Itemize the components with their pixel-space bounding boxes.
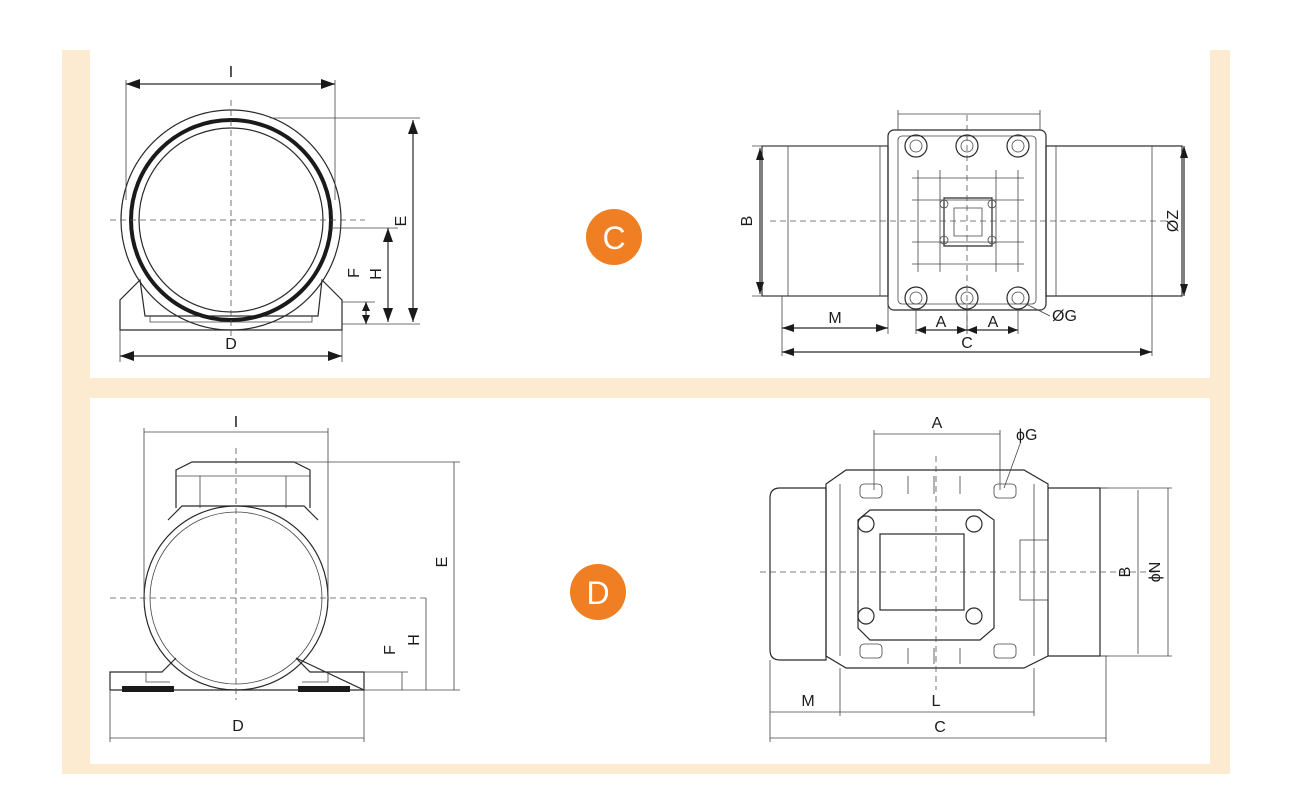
dim-label-i: I [234, 414, 238, 431]
dim-label-f: F [346, 268, 363, 278]
mount-slot [859, 643, 883, 659]
dim-label-g: ϕG [1016, 427, 1037, 444]
badge-d-label: D [586, 575, 609, 611]
arrow-head [756, 282, 764, 294]
side-view-c: B ØZ M A A ØG [739, 110, 1188, 356]
bolt-hole [965, 607, 983, 625]
foot-pad-right [298, 686, 350, 692]
motor-base [119, 278, 343, 331]
bolt-hole [987, 235, 997, 245]
bolt-hole [857, 607, 875, 625]
arrow-head [321, 79, 335, 89]
dim-label-b: B [739, 216, 756, 227]
mount-hole [904, 134, 928, 158]
bolt-hole [965, 515, 983, 533]
mount-hole [1006, 286, 1030, 310]
arrow-head [876, 324, 888, 332]
front-view-c: I D E H F [110, 64, 420, 362]
bolt-hole [939, 199, 949, 209]
arrow-head [967, 326, 977, 334]
mount-slot [993, 643, 1017, 659]
bolt-hole [987, 199, 997, 209]
bolt-hole [857, 515, 875, 533]
arrow-head [120, 351, 134, 361]
panel-d [90, 398, 1210, 764]
dim-label-n: ϕN [1147, 562, 1164, 583]
dim-label-d: D [225, 336, 237, 353]
dim-label-e: E [393, 216, 410, 227]
arrow-head [1180, 284, 1188, 296]
mount-hole-inner [909, 139, 923, 153]
mount-hole-inner [1011, 291, 1025, 305]
badge-c-circle [586, 209, 642, 265]
arrow-head [126, 79, 140, 89]
side-view-d: A ϕG B ϕN M L C [760, 415, 1172, 742]
dim-label-d: D [232, 718, 244, 735]
arrow-head [782, 348, 794, 356]
bolt-hole [939, 235, 949, 245]
arrow-head [362, 302, 370, 311]
arrow-head [362, 315, 370, 324]
front-view-d: I D E H F [109, 414, 460, 742]
mount-hole [1006, 134, 1030, 158]
dim-g-leader [1025, 303, 1051, 317]
terminal-box [175, 461, 311, 508]
arrow-head [1008, 326, 1018, 334]
dim-label-e: E [434, 557, 451, 568]
mount-hole [904, 286, 928, 310]
arrow-head [916, 326, 926, 334]
center-plate-inner [953, 207, 983, 237]
dim-label-m: M [801, 693, 814, 710]
arrow-head [782, 324, 794, 332]
dim-label-h: H [406, 634, 423, 646]
dim-label-a1: A [936, 314, 947, 331]
arrow-head [383, 228, 393, 242]
feet-outline [109, 657, 365, 691]
dim-g-leader [1003, 443, 1021, 489]
panel-c [90, 50, 1210, 378]
arrow-head [383, 308, 393, 322]
badge-d: D [570, 564, 626, 620]
arrow-head [957, 326, 967, 334]
mount-slot [859, 483, 883, 499]
dim-label-a: A [932, 415, 943, 432]
arrow-head [1140, 348, 1152, 356]
foot-detail [145, 672, 329, 683]
left-cap [769, 487, 827, 661]
dim-label-g: ØG [1052, 308, 1077, 325]
dim-label-m: M [828, 310, 841, 327]
central-housing [825, 469, 1049, 669]
dim-label-h: H [368, 268, 385, 280]
dim-label-z: ØZ [1165, 210, 1182, 232]
diagram-c: I D E H F [110, 64, 1188, 362]
mount-slot [993, 483, 1017, 499]
dim-label-f: F [382, 645, 399, 655]
dim-label-a2: A [988, 314, 999, 331]
center-plate [857, 509, 995, 641]
dim-label-l: L [932, 693, 941, 710]
diagram-d: I D E H F D [109, 414, 1172, 742]
badge-c: C [586, 209, 642, 265]
arrow-head [408, 120, 418, 134]
mount-hole-inner [1011, 139, 1025, 153]
center-plate [943, 197, 993, 247]
foot-pad-left [122, 686, 174, 692]
side-boss [1019, 539, 1049, 601]
arrow-head [328, 351, 342, 361]
badge-d-circle [570, 564, 626, 620]
badge-c-label: C [602, 220, 625, 256]
dim-label-b: B [1117, 567, 1134, 578]
arrow-head [1180, 146, 1188, 158]
dim-label-c: C [934, 719, 946, 736]
dim-label-c: C [961, 335, 973, 352]
dim-label-i: I [229, 64, 233, 81]
arrow-head [408, 308, 418, 322]
arrow-head [756, 148, 764, 160]
mount-hole-inner [960, 291, 974, 305]
mount-hole-inner [909, 291, 923, 305]
